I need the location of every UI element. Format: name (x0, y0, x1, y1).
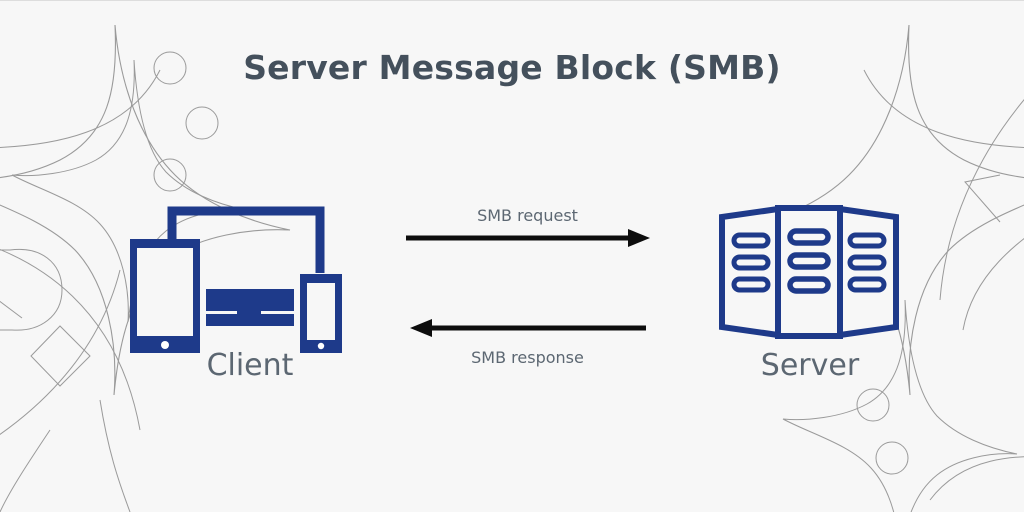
arc-curve-left-5 (0, 429, 51, 512)
diamond-outline-right (964, 174, 1001, 223)
client-label: Client (206, 348, 294, 383)
server-rack-icon (719, 205, 899, 339)
arc-curve-left-4 (99, 399, 131, 512)
arc-curve-left-2 (0, 249, 141, 431)
arc-curve-right-3 (962, 238, 1024, 331)
blob-outline-left (0, 248, 63, 331)
smartphone-icon (300, 274, 342, 353)
server-panel-left (719, 205, 781, 339)
smb-response-arrow (410, 319, 646, 337)
server-slot (847, 254, 887, 271)
server-slot (731, 276, 771, 293)
client-devices-icon (130, 206, 342, 353)
server-slot (787, 252, 831, 270)
circle-outline-right-2 (875, 441, 909, 475)
smb-request-label: SMB request (477, 206, 578, 225)
tick-line-left (0, 300, 23, 319)
device-connector-bracket (167, 206, 325, 273)
server-slot (731, 232, 771, 249)
server-label: Server (760, 348, 860, 383)
server-slot (731, 254, 771, 271)
smb-response-label: SMB response (471, 348, 584, 367)
circle-outline-left-2 (185, 106, 219, 140)
server-panel-right (837, 205, 899, 339)
smb-request-arrow (406, 229, 650, 247)
server-panel-center (775, 205, 843, 339)
flow-arrows (406, 229, 650, 337)
server-slot (847, 232, 887, 249)
page-title: Server Message Block (SMB) (243, 48, 781, 87)
diamond-outline-left (30, 325, 91, 387)
server-slot (787, 228, 831, 246)
server-slot (787, 276, 831, 294)
server-slot (847, 276, 887, 293)
arc-curve-right-4 (929, 456, 1024, 501)
arc-curve-left-3 (0, 269, 121, 435)
tablet-icon (130, 239, 200, 353)
desktop-monitor-icon (206, 289, 294, 326)
circle-outline-right-1 (856, 388, 890, 422)
circle-outline-left-3 (153, 158, 187, 192)
